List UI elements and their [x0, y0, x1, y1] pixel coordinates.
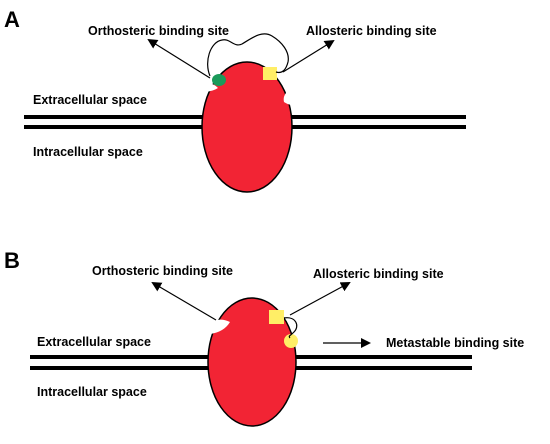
panel-b-intracellular-label: Intracellular space [37, 385, 147, 399]
panel-b-extracellular-label: Extracellular space [37, 335, 151, 349]
panel-b-letter: B [4, 248, 20, 273]
panel-b-receptor [207, 297, 297, 427]
panel-b-orthosteric-label: Orthosteric binding site [92, 264, 233, 278]
panel-a-orthosteric-arrow [147, 38, 211, 79]
panel-b-membrane-right-upper [294, 355, 472, 359]
panel-a-orthosteric-pocket [201, 83, 218, 92]
panel-b: B Orthosteric binding site Allosteric bi… [4, 248, 524, 427]
panel-b-orthosteric-pocket [207, 319, 230, 334]
panel-b-allosteric-arrow [289, 282, 351, 316]
panel-b-metastable-ligand [284, 334, 298, 348]
panel-a-orthosteric-ligand [212, 74, 226, 86]
panel-a-allosteric-ligand [263, 67, 277, 80]
panel-b-membrane-left-lower [30, 366, 210, 370]
panel-a: A Orthosteric binding site Allosteric bi… [4, 7, 466, 193]
panel-a-letter: A [4, 7, 20, 32]
panel-a-membrane-left-lower [24, 125, 204, 129]
panel-a-flexible-loop [207, 33, 289, 77]
panel-a-membrane-right-lower [288, 125, 466, 129]
panel-b-membrane [30, 355, 472, 370]
panel-a-membrane-left-upper [24, 115, 204, 119]
panel-a-membrane-right-upper [288, 115, 466, 119]
panel-a-allosteric-pocket [283, 88, 293, 105]
panel-b-orthosteric-arrow [151, 281, 217, 321]
panel-a-orthosteric-label: Orthosteric binding site [88, 24, 229, 38]
panel-b-membrane-left-upper [30, 355, 210, 359]
panel-b-allosteric-ligand [269, 310, 284, 324]
panel-a-receptor [201, 61, 293, 193]
panel-b-membrane-right-lower [294, 366, 472, 370]
panel-a-membrane [24, 115, 466, 129]
panel-b-metastable-label: Metastable binding site [386, 336, 524, 350]
panel-a-extracellular-label: Extracellular space [33, 93, 147, 107]
panel-b-tether [283, 317, 298, 339]
panel-b-allosteric-label: Allosteric binding site [313, 267, 444, 281]
panel-a-allosteric-label: Allosteric binding site [306, 24, 437, 38]
panel-a-intracellular-label: Intracellular space [33, 145, 143, 159]
panel-a-allosteric-arrow [282, 39, 335, 73]
